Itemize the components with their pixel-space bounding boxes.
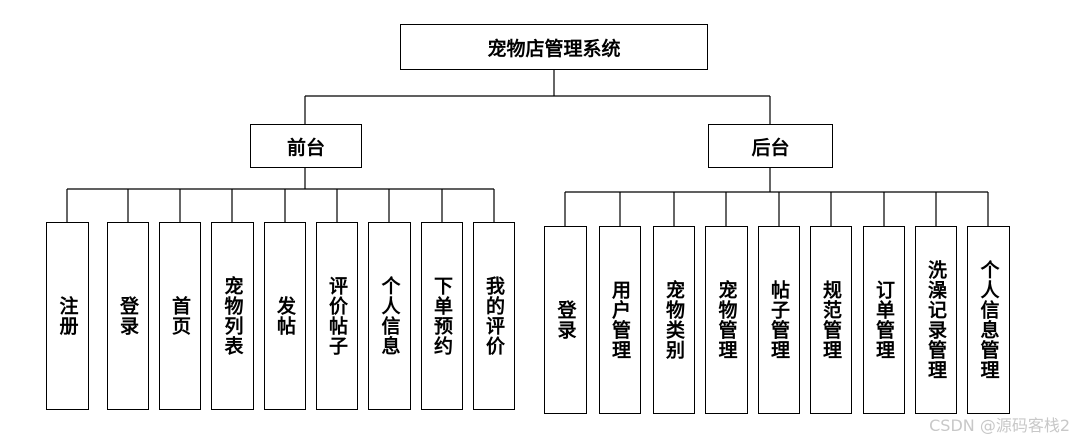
watermark: CSDN @源码客栈2 (929, 416, 1070, 435)
front-item-my-reviews: 我的评价 (473, 222, 515, 410)
front-item-label: 首页 (169, 296, 191, 336)
front-item-label: 宠物列表 (221, 276, 244, 356)
back-item-user-management: 用户管理 (599, 226, 641, 414)
back-item-label: 规范管理 (820, 280, 842, 360)
back-item-rules-management: 规范管理 (810, 226, 852, 414)
back-item-post-management: 帖子管理 (758, 226, 800, 414)
back-item-label: 宠物类别 (663, 280, 685, 360)
back-item-label: 洗澡记录管理 (925, 260, 947, 380)
front-item-post: 发帖 (264, 222, 306, 410)
front-item-register: 注册 (46, 222, 89, 410)
front-item-label: 评价帖子 (326, 276, 348, 356)
front-item-label: 发帖 (274, 296, 296, 336)
back-item-pet-category: 宠物类别 (653, 226, 695, 414)
back-item-personal-info-management: 个人信息管理 (967, 226, 1010, 414)
back-node: 后台 (708, 124, 833, 168)
front-item-label: 注册 (56, 296, 79, 336)
back-item-label: 用户管理 (609, 280, 631, 360)
front-item-label: 登录 (117, 296, 139, 336)
front-node: 前台 (250, 124, 362, 168)
front-item-rate-post: 评价帖子 (316, 222, 358, 410)
back-item-label: 登录 (554, 300, 577, 340)
back-item-pet-management: 宠物管理 (705, 226, 748, 414)
front-item-label: 个人信息 (378, 276, 401, 356)
front-item-login: 登录 (107, 222, 149, 410)
front-item-pet-list: 宠物列表 (211, 222, 254, 410)
back-item-order-management: 订单管理 (863, 226, 905, 414)
front-item-personal-info: 个人信息 (368, 222, 411, 410)
root-node: 宠物店管理系统 (400, 24, 708, 70)
back-item-login: 登录 (544, 226, 587, 414)
front-item-label: 我的评价 (483, 276, 505, 356)
back-item-bath-records: 洗澡记录管理 (915, 226, 957, 414)
back-item-label: 宠物管理 (715, 280, 738, 360)
front-item-label: 下单预约 (431, 276, 453, 356)
back-item-label: 帖子管理 (768, 280, 790, 360)
back-item-label: 订单管理 (873, 280, 895, 360)
front-item-home: 首页 (159, 222, 201, 410)
back-item-label: 个人信息管理 (977, 260, 1000, 380)
front-item-order-booking: 下单预约 (421, 222, 463, 410)
